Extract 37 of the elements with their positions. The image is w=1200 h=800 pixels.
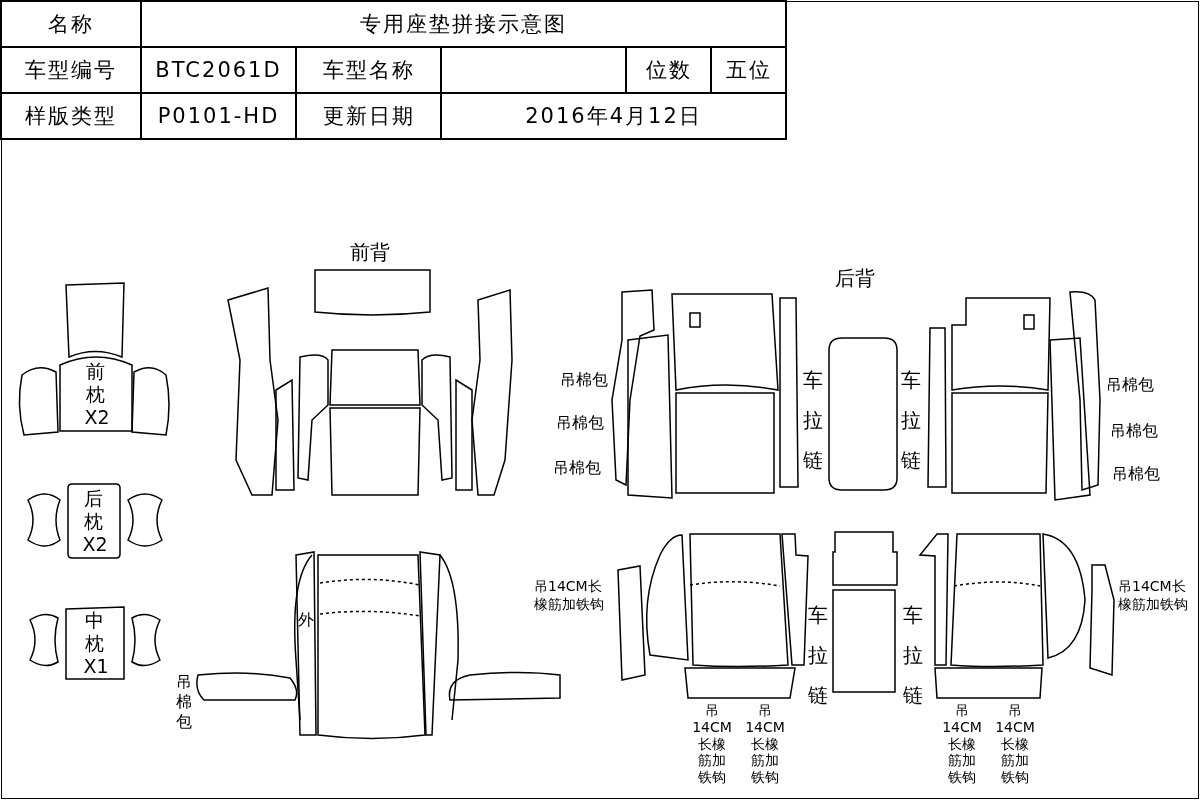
table-cell: 位数 (626, 47, 711, 93)
piece-label: 后枕X2 (82, 486, 106, 556)
table-cell: 车型名称 (296, 47, 441, 93)
pillow-pattern-piece (62, 605, 128, 681)
part-note: 吊14CM长橡筋加铁钩 (995, 702, 1035, 786)
part-note: 外 (298, 610, 314, 630)
table-cell: 更新日期 (296, 93, 441, 139)
section-heading: 后背 (835, 266, 875, 291)
part-note: 吊14CM长橡筋加铁钩 (745, 702, 785, 786)
piece-label: 前枕X2 (84, 359, 108, 429)
zipper-note: 车拉链 (808, 602, 829, 709)
part-note: 吊14CM长橡筋加铁钩 (1118, 578, 1189, 613)
part-note: 吊棉包 (553, 458, 601, 478)
part-note: 吊棉包 (176, 672, 193, 732)
table-cell: 名称 (1, 1, 141, 47)
part-note: 吊棉包 (556, 413, 604, 433)
table-cell: P0101-HD (141, 93, 296, 139)
table-cell: BTC2061D (141, 47, 296, 93)
pillow-pattern-piece (58, 355, 134, 433)
zipper-note: 车拉链 (803, 367, 824, 474)
table-cell: 车型编号 (1, 47, 141, 93)
part-note: 吊14CM长橡筋加铁钩 (692, 702, 732, 786)
part-note: 吊14CM长橡筋加铁钩 (942, 702, 982, 786)
table-cell: 2016年4月12日 (441, 93, 786, 139)
zipper-note: 车拉链 (901, 367, 922, 474)
zipper-note: 车拉链 (903, 602, 924, 709)
pillow-pattern-piece (66, 482, 122, 560)
part-note: 吊棉包 (1110, 421, 1158, 441)
part-note: 吊14CM长橡筋加铁钩 (534, 578, 605, 613)
piece-label: 中枕X1 (83, 608, 107, 678)
part-note: 吊棉包 (560, 370, 608, 390)
section-heading: 前背 (350, 240, 390, 265)
part-note: 吊棉包 (1112, 464, 1160, 484)
part-note: 吊棉包 (1106, 375, 1154, 395)
table-cell: 专用座垫拼接示意图 (141, 1, 786, 47)
table-cell: 样版类型 (1, 93, 141, 139)
table-cell: 五位 (711, 47, 786, 93)
